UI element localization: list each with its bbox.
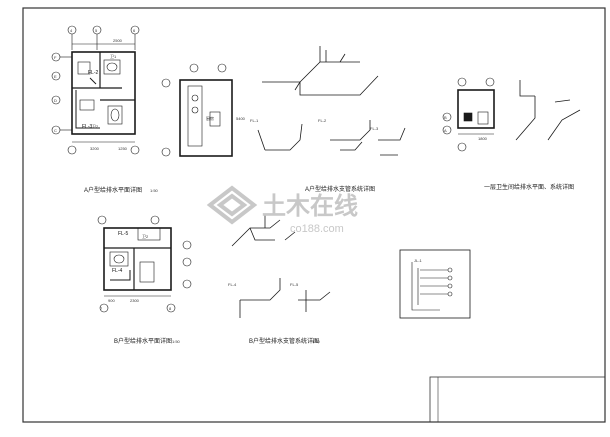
a-plan — [51, 25, 140, 155]
kitchen-plan — [161, 63, 233, 157]
watermark: 土木在线 co188.com — [206, 185, 358, 235]
fl4-label-riser: FL-4 — [228, 282, 237, 287]
room-kitchen: 厨房 — [206, 115, 214, 121]
title-toilet-first-floor: 一层卫生间给排水平面、系统详图 — [484, 183, 574, 191]
b-riser-lower — [239, 278, 331, 318]
axis-A: A — [444, 128, 447, 133]
dim-1250: 1250 — [118, 146, 128, 151]
title-b-riser-scale: 1:50 — [312, 339, 321, 344]
b-plan — [97, 215, 192, 313]
fl2-label-a: FL-2 — [88, 70, 99, 76]
title-a-riser: A户型给排水支管系统详图 — [305, 185, 375, 193]
fl5-label-riser: FL-5 — [290, 282, 299, 287]
axis-C: C — [54, 128, 57, 133]
jl1-label: JL-1 — [414, 258, 423, 263]
dim-900: 900 — [108, 298, 115, 303]
title-a-plan: A户型给排水平面详图 — [84, 186, 142, 194]
title-block — [429, 376, 606, 423]
a-riser-upper — [262, 46, 379, 96]
axis-D: D — [54, 98, 57, 103]
toilet-first-floor — [442, 77, 495, 152]
watermark-cn: 土木在线 — [262, 192, 358, 220]
axis-F: F — [54, 55, 57, 60]
fl3-label-a: FL-3 — [82, 124, 93, 130]
title-b-plan: B户型给排水平面详图 — [114, 337, 172, 345]
axis-5: 5 — [95, 28, 98, 33]
title-b-riser: B户型给排水支管系统详图 — [249, 337, 319, 345]
dim-2300: 2300 — [130, 298, 140, 303]
dim-5400: 5400 — [236, 116, 246, 121]
fl5-label-b: FL-5 — [118, 231, 129, 237]
watermark-logo — [206, 185, 258, 225]
jl1-detail — [399, 249, 471, 319]
fl4-label-b: FL-4 — [112, 268, 123, 274]
sheet-frame — [22, 7, 606, 423]
axis-8: 8 — [169, 306, 172, 311]
a-riser-lower — [257, 120, 406, 156]
room-w2-b: 卫2 — [142, 234, 149, 239]
title-a-plan-scale: 1:50 — [150, 188, 159, 193]
fl2-label-riser: FL-2 — [318, 118, 327, 123]
axis-B: B — [444, 115, 447, 120]
room-w2: 卫2 — [92, 124, 99, 129]
axis-7: 7 — [100, 306, 103, 311]
b-riser-upper — [231, 215, 296, 247]
fl3-label-riser: FL-3 — [370, 126, 379, 131]
axis-6: 6 — [133, 28, 136, 33]
room-w1: 卫1 — [110, 54, 117, 59]
watermark-en: co188.com — [290, 223, 344, 235]
title-b-plan-scale: 1:50 — [172, 339, 181, 344]
dim-3200: 3200 — [90, 146, 100, 151]
axis-E: E — [54, 74, 57, 79]
axis-4: 4 — [70, 28, 73, 33]
dim-1800: 1800 — [478, 136, 488, 141]
toilet-riser — [515, 80, 581, 141]
dim-2500: 2500 — [113, 38, 123, 43]
fl1-label: FL-1 — [250, 118, 259, 123]
